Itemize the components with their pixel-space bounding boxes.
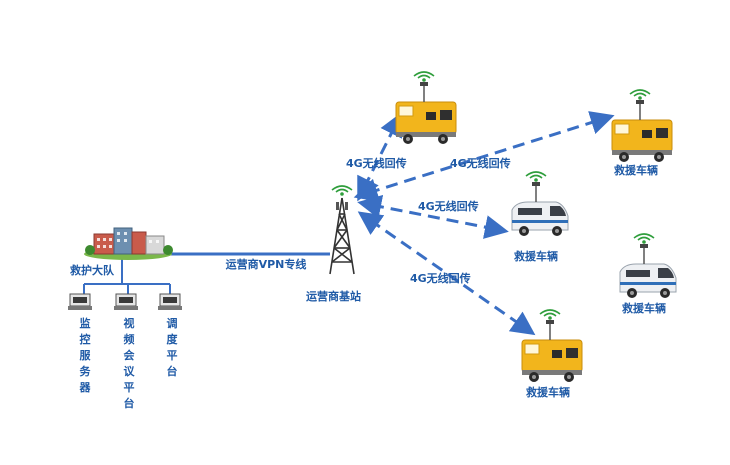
rescue-van-1 — [512, 172, 568, 236]
wireless-label-2: 4G无线回传 — [450, 155, 511, 171]
vehicle-label-2: 救援车辆 — [614, 162, 658, 178]
rescue-van-2 — [620, 234, 676, 298]
vehicle-label-3: 救援车辆 — [514, 248, 558, 264]
vehicle-label-5: 救援车辆 — [526, 384, 570, 400]
wireless-label-1: 4G无线回传 — [346, 155, 407, 171]
base-station-label: 运营商基站 — [306, 288, 361, 304]
building-icon — [84, 228, 173, 260]
rescue-truck-3 — [522, 310, 582, 382]
terminal-label-video-conference: 视频会议平台 — [122, 316, 136, 412]
terminal-label-monitoring-server: 监控服务器 — [78, 316, 92, 396]
server-icon — [68, 294, 92, 310]
vehicle-label-4: 救援车辆 — [622, 300, 666, 316]
rescue-truck-1 — [396, 72, 456, 144]
wireless-label-3: 4G无线回传 — [418, 198, 479, 214]
wireless-link-1 — [364, 120, 398, 188]
terminal-label-dispatch-platform: 调度平台 — [165, 316, 179, 380]
wireless-label-4: 4G无线回传 — [410, 270, 471, 286]
headquarters-label: 救护大队 — [70, 262, 114, 278]
vpn-link-label: 运营商VPN专线 — [220, 258, 312, 272]
rescue-truck-2 — [612, 90, 672, 162]
cell-tower-icon — [330, 186, 354, 274]
workstation-icon — [158, 294, 182, 310]
monitor-icon — [114, 294, 138, 310]
